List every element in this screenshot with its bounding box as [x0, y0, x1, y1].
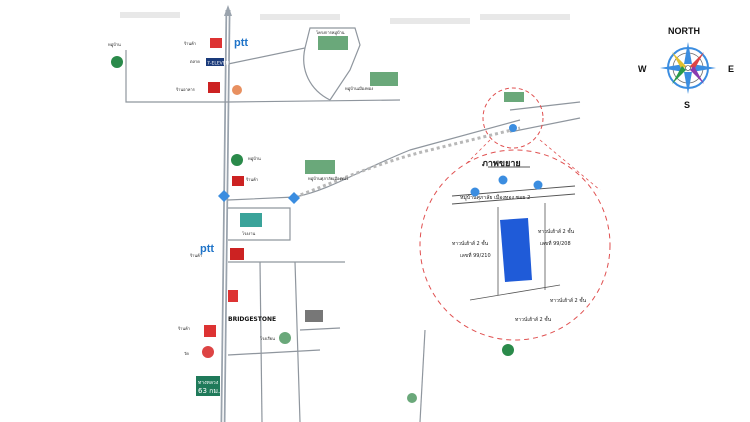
village-icon-2 [370, 72, 398, 86]
svg-text:โรงเรียน: โรงเรียน [260, 336, 275, 341]
svg-text:ทางหลวง: ทางหลวง [198, 380, 219, 386]
svg-text:ร้านค้า: ร้านค้า [190, 253, 202, 258]
svg-text:ทาวน์เฮ้าส์ 2 ชั้น: ทาวน์เฮ้าส์ 2 ชั้น [515, 314, 552, 323]
svg-text:ร้านค้า: ร้านค้า [178, 326, 190, 331]
svg-text:หมู่บ้านเมืองทอง: หมู่บ้านเมืองทอง [345, 86, 373, 92]
svg-text:เลขที่ 99/210: เลขที่ 99/210 [460, 252, 491, 259]
market-icon [232, 85, 242, 95]
svg-text:ตลาด: ตลาด [190, 59, 200, 64]
main-highway [220, 5, 232, 422]
background-texture [120, 12, 570, 24]
junction-icon [218, 190, 230, 202]
compass-east-label: E [728, 64, 734, 74]
car-icon-2 [231, 154, 243, 166]
temple-icon [202, 346, 214, 358]
svg-text:63 กม.: 63 กม. [198, 387, 220, 395]
svg-text:หมู่บ้านศุภาลัยเมืองทอง: หมู่บ้านศุภาลัยเมืองทอง [308, 176, 348, 182]
zoom-inset: ภาพขยาย หมู่บ้านศุภาลัย เมืองทอง ซอย 2 ท… [419, 149, 611, 341]
target-plot [500, 218, 532, 282]
store-sign-text: 7-ELEVEN [207, 61, 229, 67]
road-label: หมู่บ้านศุภาลัย เมืองทอง ซอย 2 [460, 194, 530, 201]
svg-text:ร้านค้า: ร้านค้า [246, 177, 258, 182]
park-icon [279, 332, 291, 344]
house-pin-1 [470, 187, 480, 197]
svg-text:โครงการหมู่บ้าน: โครงการหมู่บ้าน [316, 30, 345, 36]
junction-icon-2 [288, 192, 300, 204]
zoom-title: ภาพขยาย [482, 159, 521, 169]
svg-text:ทาวน์เฮ้าส์ 2 ชั้น: ทาวน์เฮ้าส์ 2 ชั้น [538, 226, 575, 235]
ptt-logo-bottom: ptt [200, 243, 214, 255]
school-icon [305, 310, 323, 322]
svg-text:หมู่บ้าน: หมู่บ้าน [108, 42, 121, 48]
local-roads [125, 27, 581, 422]
factory-icon [240, 213, 262, 227]
svg-text:หมู่บ้าน: หมู่บ้าน [248, 156, 261, 162]
shop-icon-2 [232, 176, 244, 186]
compass-rose: NORTH W E S [638, 26, 734, 110]
svg-text:ทาวน์เฮ้าส์ 2 ชั้น: ทาวน์เฮ้าส์ 2 ชั้น [550, 295, 587, 304]
village-icon-1 [318, 36, 348, 50]
target-location-circle [482, 87, 544, 149]
village-icon-3 [305, 160, 335, 174]
shop-icon-5 [204, 325, 216, 337]
svg-text:ร้านค้า: ร้านค้า [184, 41, 196, 46]
zoom-connectors [439, 139, 601, 191]
svg-text:ร้านอาหาร: ร้านอาหาร [176, 87, 196, 92]
svg-text:ทาวน์เฮ้าส์ 2 ชั้น: ทาวน์เฮ้าส์ 2 ชั้น [452, 238, 489, 247]
tree-icon [407, 393, 417, 403]
compass-north-label: NORTH [668, 26, 700, 36]
landmark-icons: ptt 7-ELEVEN ptt BRIDGESTONE [111, 36, 514, 403]
house-pin-2 [498, 175, 508, 185]
shop-icon-4 [228, 290, 238, 302]
shop-icon-3 [230, 248, 244, 260]
km-marker: ทางหลวง 63 กม. [196, 376, 220, 396]
bridgestone-sign: BRIDGESTONE [228, 316, 276, 323]
car-icon-3 [502, 344, 514, 356]
ptt-logo-top: ptt [234, 37, 248, 49]
compass-west-label: W [638, 64, 647, 74]
shop-icon [208, 82, 220, 93]
place-labels: หมู่บ้าน โครงการหมู่บ้าน หมู่บ้านเมืองทอ… [108, 30, 373, 356]
svg-text:วัด: วัด [184, 351, 189, 356]
compass-south-label: S [684, 100, 690, 110]
store-icon [210, 38, 222, 48]
svg-text:โรงงาน: โรงงาน [242, 231, 255, 236]
seven-eleven-sign [206, 58, 224, 66]
car-icon [111, 56, 123, 68]
house-pin-3 [533, 180, 543, 190]
svg-text:เลขที่ 99/208: เลขที่ 99/208 [540, 240, 571, 247]
